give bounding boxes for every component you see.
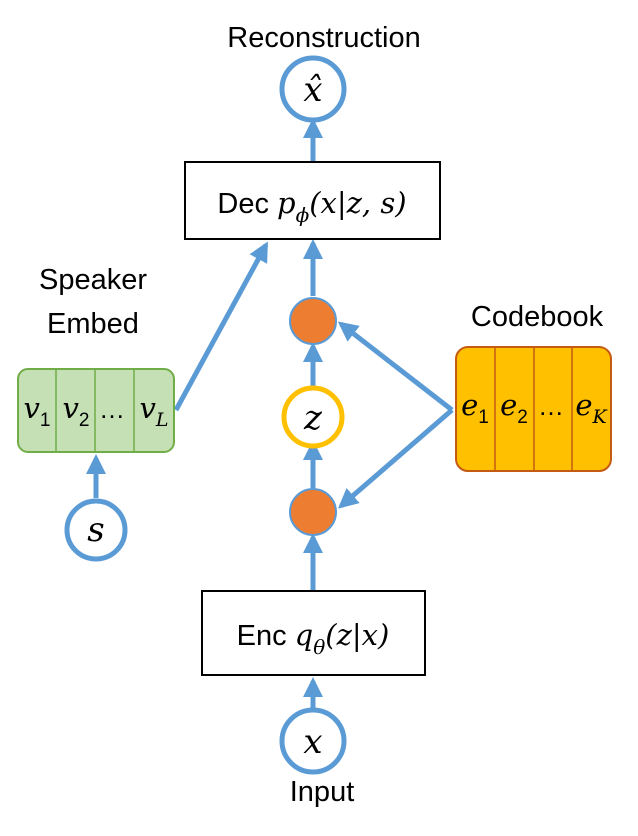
arrows: [86, 118, 454, 710]
arrow-speaker-to-dec: [173, 241, 269, 412]
s-node: [64, 498, 128, 562]
codebook-cell-1: e1: [461, 388, 489, 428]
x-hat-symbol: x̂: [303, 70, 322, 110]
quantized-dot-lower: [289, 488, 337, 536]
x-input-node: [279, 707, 347, 775]
encoder-box: [201, 590, 426, 676]
arrow-codebook-to-lower-dot: [337, 408, 454, 509]
codebook-cell-ellipsis: …: [538, 391, 564, 421]
decoder-box: [184, 161, 441, 240]
s-symbol: s: [87, 510, 104, 550]
speaker-cell-ellipsis: …: [99, 394, 125, 424]
speaker-embedding-box: [17, 368, 175, 453]
speaker-cells: v1 v2 … vL: [24, 391, 169, 431]
codebook-label: Codebook: [471, 301, 604, 333]
x-hat-node: [279, 55, 347, 123]
speaker-embed-label-line1: Speaker: [39, 264, 147, 296]
codebook-cells: e1 e2 … eK: [461, 388, 608, 428]
reconstruction-label: Reconstruction: [227, 22, 420, 54]
x-symbol: x: [303, 722, 322, 762]
input-label: Input: [290, 776, 355, 808]
speaker-cell-L: vL: [139, 391, 168, 431]
speaker-cell-1: v1: [24, 391, 51, 431]
speaker-embed-label-line2: Embed: [47, 308, 139, 340]
z-node: [281, 385, 345, 449]
speaker-dividers: [55, 370, 135, 451]
codebook-cell-2: e2: [500, 388, 528, 428]
quantized-dot-upper: [289, 297, 337, 345]
arrow-codebook-to-upper-dot: [337, 321, 454, 412]
speaker-cell-2: v2: [63, 391, 90, 431]
codebook-dividers: [494, 348, 573, 470]
codebook-cell-K: eK: [575, 388, 608, 428]
z-symbol: z: [303, 398, 323, 438]
